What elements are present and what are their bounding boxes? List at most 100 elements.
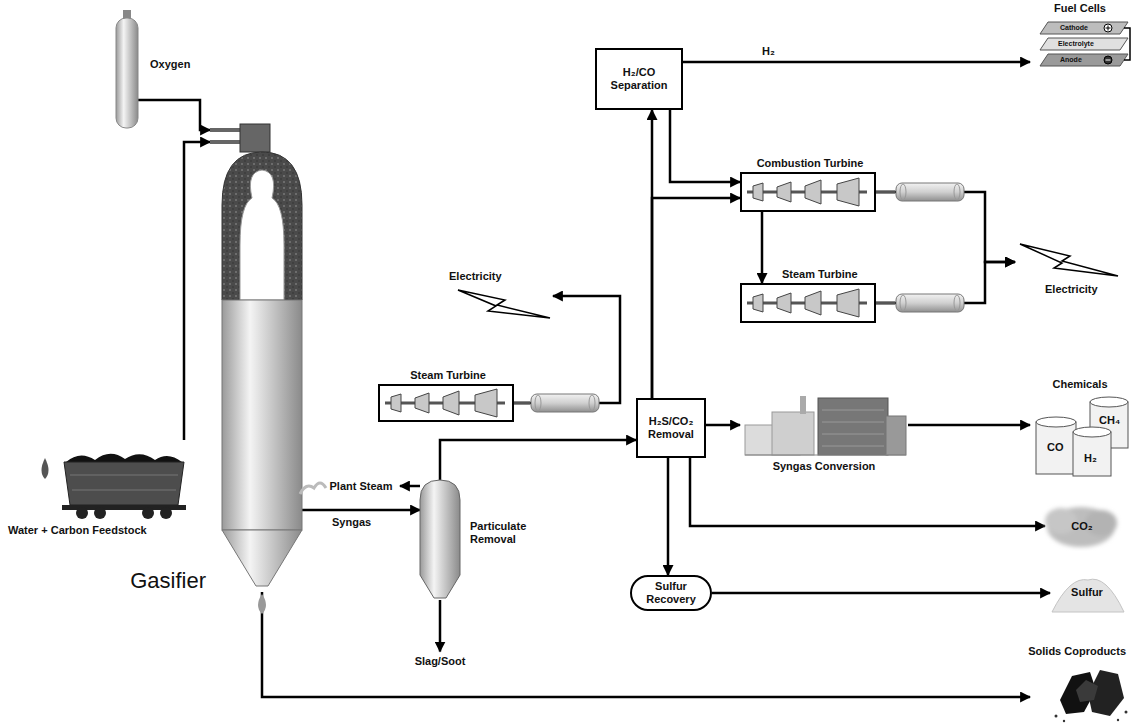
drum-label: H₂	[1084, 452, 1097, 465]
node-label: Solids Coproducts	[1014, 645, 1126, 658]
electricity-bolt	[458, 244, 1118, 318]
node-label: Gasifier	[126, 568, 206, 594]
cell-layer-label: Electrolyte	[1058, 40, 1094, 48]
node-label: Plant Steam	[327, 480, 396, 493]
feedstock-railcar	[42, 454, 187, 519]
electricity-bolt-part	[1020, 244, 1118, 276]
fuel-cell-stack-part	[1040, 38, 1128, 50]
turbine-generator-part	[876, 302, 895, 305]
gasifier-vessel	[210, 124, 302, 614]
fuel-cell-stack-part	[1104, 24, 1112, 32]
electricity-output: Electricity	[1015, 238, 1123, 300]
node-label: Electricity	[1045, 283, 1123, 296]
turbine-generator-part	[385, 389, 505, 417]
node-label: Slag/Soot	[412, 655, 469, 668]
solids-pile-part	[1125, 711, 1128, 714]
fuel-cell-stack-part	[1104, 56, 1112, 64]
conversion-plant-part	[822, 422, 884, 423]
turbine-box: Steam Turbine	[740, 283, 876, 323]
chemical-drums-part	[1073, 427, 1111, 437]
flow-arrow	[302, 509, 420, 512]
feedstock-railcar-part	[76, 507, 88, 519]
conversion-plant-part	[745, 455, 906, 456]
electricity-bolt-part	[458, 290, 550, 318]
feedstock-railcar-part	[160, 507, 172, 519]
oxygen-cylinder-part	[116, 18, 138, 128]
oxygen-cylinder	[116, 10, 138, 128]
sulfur-product: Sulfur	[1050, 570, 1124, 614]
cell-layer-label: Cathode	[1060, 24, 1088, 32]
turbine-box: Combustion Turbine	[740, 172, 876, 212]
flow-arrow	[400, 485, 420, 488]
drum-label: CO	[1047, 441, 1064, 454]
turbine-generator-part	[896, 294, 964, 312]
turbine-generator-part	[747, 289, 867, 317]
flow-arrow	[908, 424, 1030, 427]
node-label: Water + Carbon Feedstock	[8, 524, 188, 537]
conversion-plant-part	[822, 410, 884, 411]
feedstock-railcar-part	[66, 454, 182, 462]
electricity-output: Electricity	[445, 270, 553, 324]
flow-arrow	[706, 424, 740, 427]
chemical-drums-part	[1090, 397, 1128, 407]
flow-arrow	[440, 440, 636, 480]
chemical-drums-part	[1036, 422, 1076, 474]
sulfur-pile-part	[1052, 579, 1124, 612]
particulate-vessel: Particulate Removal	[420, 480, 460, 600]
conversion-plant	[745, 396, 906, 455]
steam-output: Plant Steam	[322, 476, 400, 496]
gasifier-vessel-part	[240, 170, 284, 300]
process-box: H₂S/CO₂ Removal	[636, 398, 706, 458]
flow-arrow	[138, 100, 210, 130]
node-label: CO₂	[1068, 520, 1095, 533]
node-label: H₂S/CO₂ Removal	[638, 415, 704, 441]
particulate-vessel-part	[420, 480, 460, 598]
gasifier-vessel-part	[222, 300, 302, 530]
chemicals-product: Chemicals	[1030, 378, 1130, 478]
conversion-plant-part	[818, 398, 888, 455]
solids-pile-part	[1076, 680, 1098, 702]
turbine-generator-part	[896, 183, 964, 201]
feedstock-railcar-part	[42, 458, 49, 479]
turbine-generator	[385, 178, 964, 417]
flow-arrow	[439, 600, 442, 652]
conversion-plant-part	[886, 416, 906, 455]
node-label: Steam Turbine	[380, 369, 516, 382]
flow-arrow	[184, 142, 210, 440]
feedstock-source: Water + Carbon Feedstock	[40, 440, 188, 520]
solids-product: Solids Coproducts	[1030, 645, 1128, 721]
node-label: Electricity	[449, 270, 529, 283]
gasifier-vessel-part	[258, 594, 266, 614]
chemical-drums-part	[1073, 432, 1111, 476]
turbine-generator-part	[747, 178, 867, 206]
flow-arrow	[712, 592, 1050, 595]
conversion-plant-part	[772, 412, 814, 455]
drum-label: CH₄	[1099, 414, 1120, 427]
feedstock-railcar-part	[70, 475, 178, 476]
node-label: Sulfur	[1068, 586, 1106, 599]
turbine-generator-part	[514, 402, 530, 405]
oxygen-cylinder: Oxygen	[116, 10, 138, 128]
feedstock-railcar-part	[64, 462, 184, 505]
co2-product: CO₂	[1045, 500, 1119, 552]
fuel-cell-stack-part	[1124, 28, 1130, 60]
node-label: Particulate Removal	[470, 520, 550, 546]
gasifier-vessel-part	[222, 152, 302, 300]
gasifier-vessel: Gasifier	[210, 122, 302, 592]
fuel-cell-stack-part	[1108, 26, 1109, 31]
fuel-cell-stack-part	[1106, 60, 1111, 61]
solids-pile	[1055, 670, 1128, 722]
particulate-vessel-part	[300, 483, 326, 494]
flow-arrow	[761, 212, 764, 283]
particulate-vessel	[300, 480, 460, 598]
edge-label: H₂	[760, 45, 777, 58]
flow-arrow	[670, 110, 740, 182]
solids-pile-part	[1117, 719, 1119, 721]
node-label: Fuel Cells	[1030, 2, 1130, 15]
feedstock-railcar-part	[142, 507, 154, 519]
gasifier-vessel-part	[240, 124, 270, 152]
process-box: H₂/CO Separation	[595, 48, 683, 110]
slag-output: Slag/Soot	[408, 652, 473, 671]
node-label: Chemicals	[1030, 378, 1130, 391]
